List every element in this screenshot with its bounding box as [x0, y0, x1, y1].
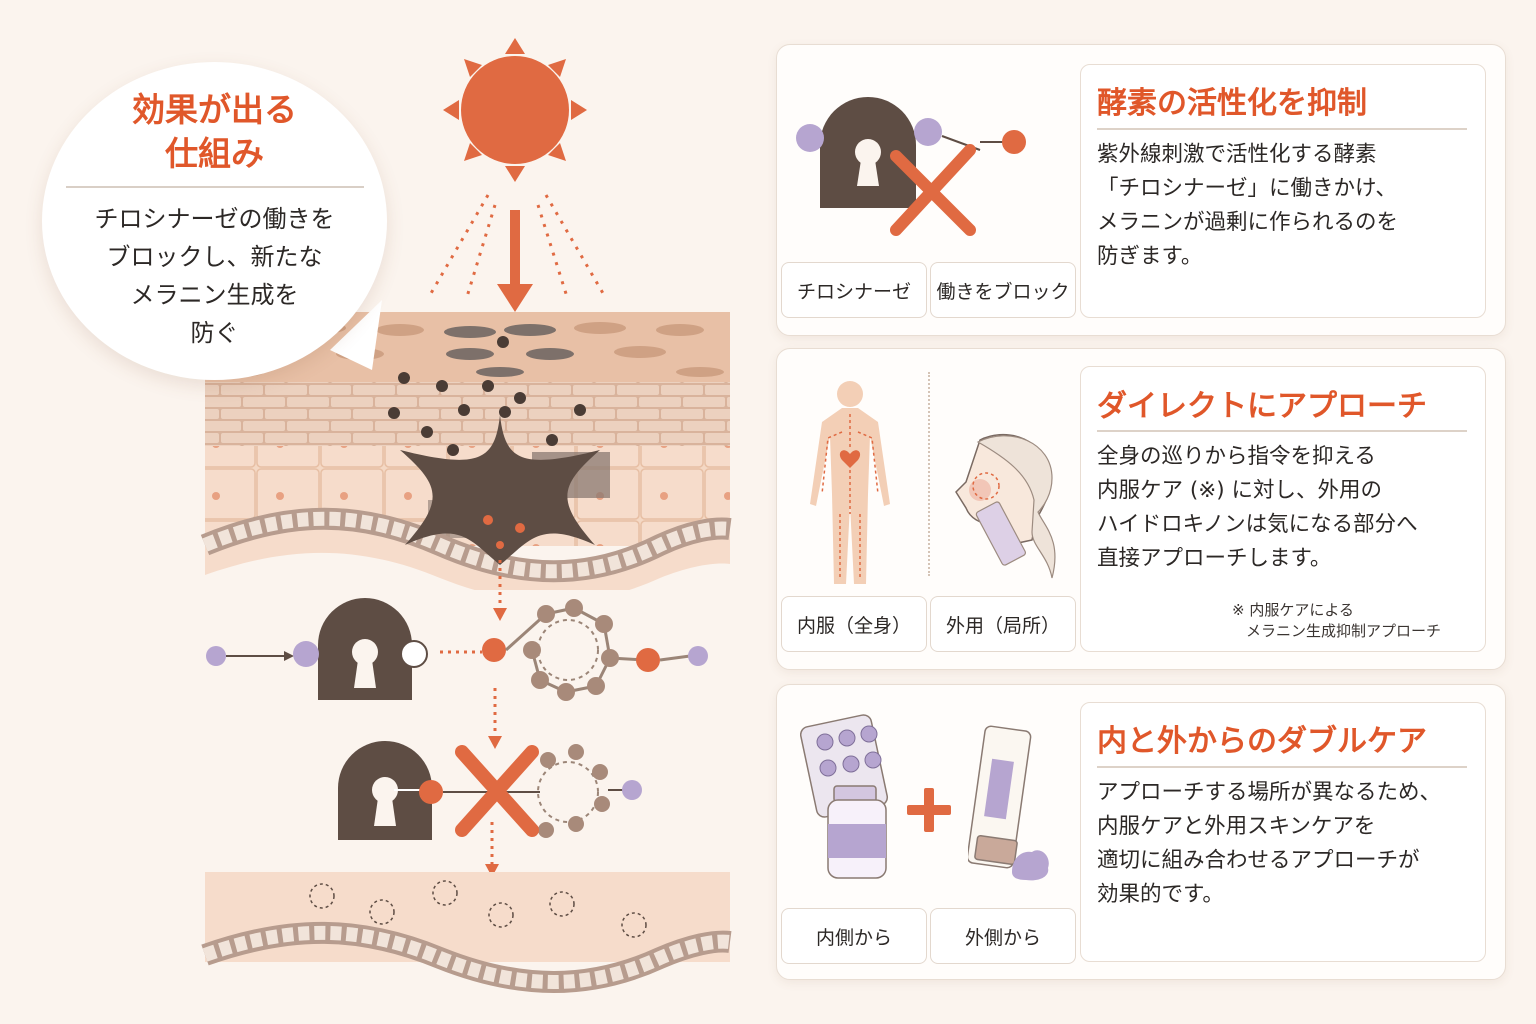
supplement-icon	[800, 714, 889, 879]
card3-text-panel	[1080, 702, 1486, 962]
molecule-icon	[980, 130, 1026, 154]
card2-body-line1: 全身の巡りから指令を抑える	[1097, 444, 1376, 469]
card1-body-line2: 「チロシナーゼ」に働きかけ、	[1097, 176, 1397, 201]
body-circulation-icon	[810, 381, 890, 584]
bubble-body-line4: 防ぐ	[190, 319, 239, 347]
card2-body: 全身の巡りから指令を抑える 内服ケア (※) に対し、外用の ハイドロキノンは気…	[1097, 440, 1418, 576]
clear-skin	[201, 872, 732, 1024]
label-from-outside: 外側から	[930, 908, 1076, 964]
card1-body-line3: メラニンが過剰に作られるのを	[1097, 210, 1399, 235]
uv-rays	[428, 194, 606, 301]
bubble-body: チロシナーゼの働きを ブロックし、新たな メラニン生成を 防ぐ	[42, 200, 387, 352]
bubble-body-line1: チロシナーゼの働きを	[94, 205, 335, 233]
card2-text-panel	[1080, 366, 1486, 652]
card2-body-line4: 直接アプローチします。	[1097, 546, 1332, 571]
melanin-granules	[388, 336, 586, 456]
card1-divider	[1097, 128, 1467, 130]
mechanism-bubble	[42, 62, 387, 380]
melanocyte	[400, 415, 600, 565]
sun-icon	[443, 38, 587, 182]
lock-block-icon	[796, 97, 981, 236]
card2-footnote: ※ 内服ケアによる メラニン生成抑制アプローチ	[1232, 600, 1441, 642]
card3-divider	[1097, 766, 1467, 768]
bubble-title-line2: 仕組み	[165, 134, 264, 173]
card2-body-line3: ハイドロキノンは気になる部分へ	[1097, 512, 1418, 537]
card3-body: アプローチする場所が異なるため、 内服ケアと外用スキンケアを 適切に組み合わせる…	[1097, 776, 1441, 912]
card1-body-line1: 紫外線刺激で活性化する酵素	[1097, 142, 1377, 167]
card3-body-line3: 適切に組み合わせるアプローチが	[1097, 848, 1420, 873]
enzyme-reaction	[206, 598, 708, 701]
card3-body-line2: 内服ケアと外用スキンケアを	[1097, 814, 1376, 839]
bubble-title-line1: 効果が出る	[132, 90, 297, 129]
label-oral-whole-body: 内服（全身）	[781, 596, 927, 652]
card3-body-line1: アプローチする場所が異なるため、	[1097, 780, 1442, 805]
card3-body-line4: 効果的です。	[1097, 882, 1224, 907]
card1-body-line4: 防ぎます。	[1097, 244, 1203, 269]
card1-title: 酵素の活性化を抑制	[1097, 86, 1367, 121]
card2-divider	[1097, 430, 1467, 432]
bubble-title: 効果が出る 仕組み	[42, 88, 387, 176]
cream-tube-icon	[968, 725, 1049, 881]
card2-footnote-line1: ※ 内服ケアによる	[1232, 601, 1354, 619]
label-tyrosinase: チロシナーゼ	[781, 262, 927, 318]
card3-title: 内と外からのダブルケア	[1097, 724, 1427, 759]
plus-icon	[907, 788, 951, 832]
uv-arrow	[497, 210, 533, 312]
face-application-icon	[955, 433, 1056, 579]
card2-title: ダイレクトにアプローチ	[1097, 389, 1427, 424]
card2-footnote-line2: メラニン生成抑制アプローチ	[1246, 622, 1442, 640]
card1-body: 紫外線刺激で活性化する酵素 「チロシナーゼ」に働きかけ、 メラニンが過剰に作られ…	[1097, 138, 1398, 274]
label-topical-local: 外用（局所）	[930, 596, 1076, 652]
bubble-divider	[66, 186, 364, 188]
card2-body-line2: 内服ケア (※) に対し、外用の	[1097, 478, 1382, 503]
card1-text-panel	[1080, 64, 1486, 318]
flow-arrows	[490, 560, 502, 866]
label-from-inside: 内側から	[781, 908, 927, 964]
blocked-reaction	[338, 741, 642, 840]
bubble-body-line2: ブロックし、新たな	[106, 243, 323, 271]
label-block-action: 働きをブロック	[930, 262, 1076, 318]
bubble-body-line3: メラニン生成を	[130, 281, 299, 309]
divider-dotted	[928, 372, 930, 576]
block-x-icon	[455, 745, 539, 837]
